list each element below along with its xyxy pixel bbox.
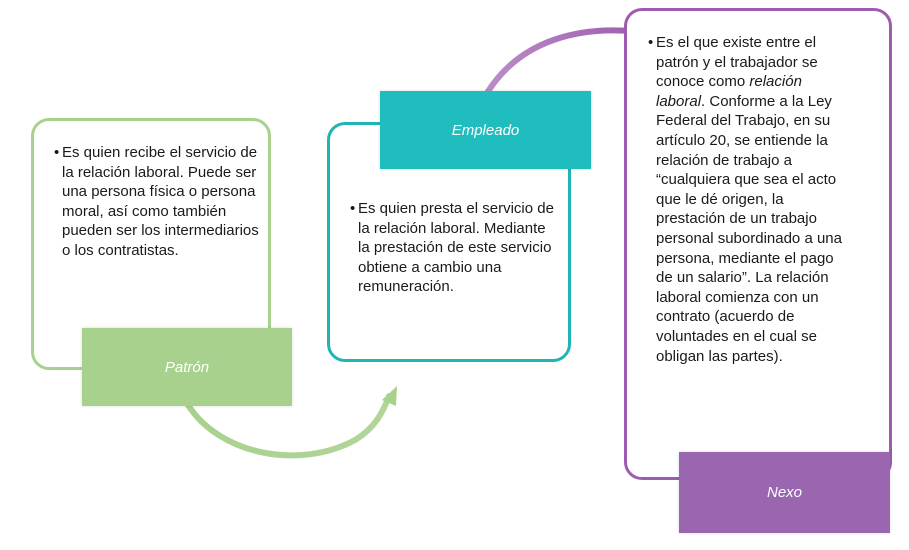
bullet-icon: •	[350, 200, 356, 217]
nexo-text-part-2: . Conforme a la Ley Federal del Trabajo,…	[656, 92, 842, 365]
empleado-label: Empleado	[380, 91, 591, 169]
patron-description: • Es quien recibe el servicio de la rela…	[54, 143, 260, 261]
patron-label: Patrón	[82, 328, 292, 406]
nexo-card	[624, 8, 892, 480]
nexo-text-emphasis: relación laboral	[656, 73, 802, 110]
nexo-text: Es el que existe entre el patrón y el tr…	[656, 33, 853, 366]
bullet-icon: •	[54, 144, 60, 161]
bullet-icon: •	[648, 34, 654, 51]
patron-to-empleado-arrowhead	[382, 386, 397, 406]
empleado-description: • Es quien presta el servicio de la rela…	[350, 199, 555, 297]
patron-text: Es quien recibe el servicio de la relaci…	[62, 144, 259, 259]
patron-to-empleado-arrow	[185, 393, 392, 459]
empleado-text: Es quien presta el servicio de la relaci…	[358, 200, 554, 296]
nexo-description: • Es el que existe entre el patrón y el …	[648, 33, 853, 366]
nexo-text-part-1: Es el que existe entre el patrón y el tr…	[656, 34, 818, 91]
empleado-to-nexo-arrow	[484, 27, 643, 96]
nexo-label: Nexo	[679, 452, 890, 533]
